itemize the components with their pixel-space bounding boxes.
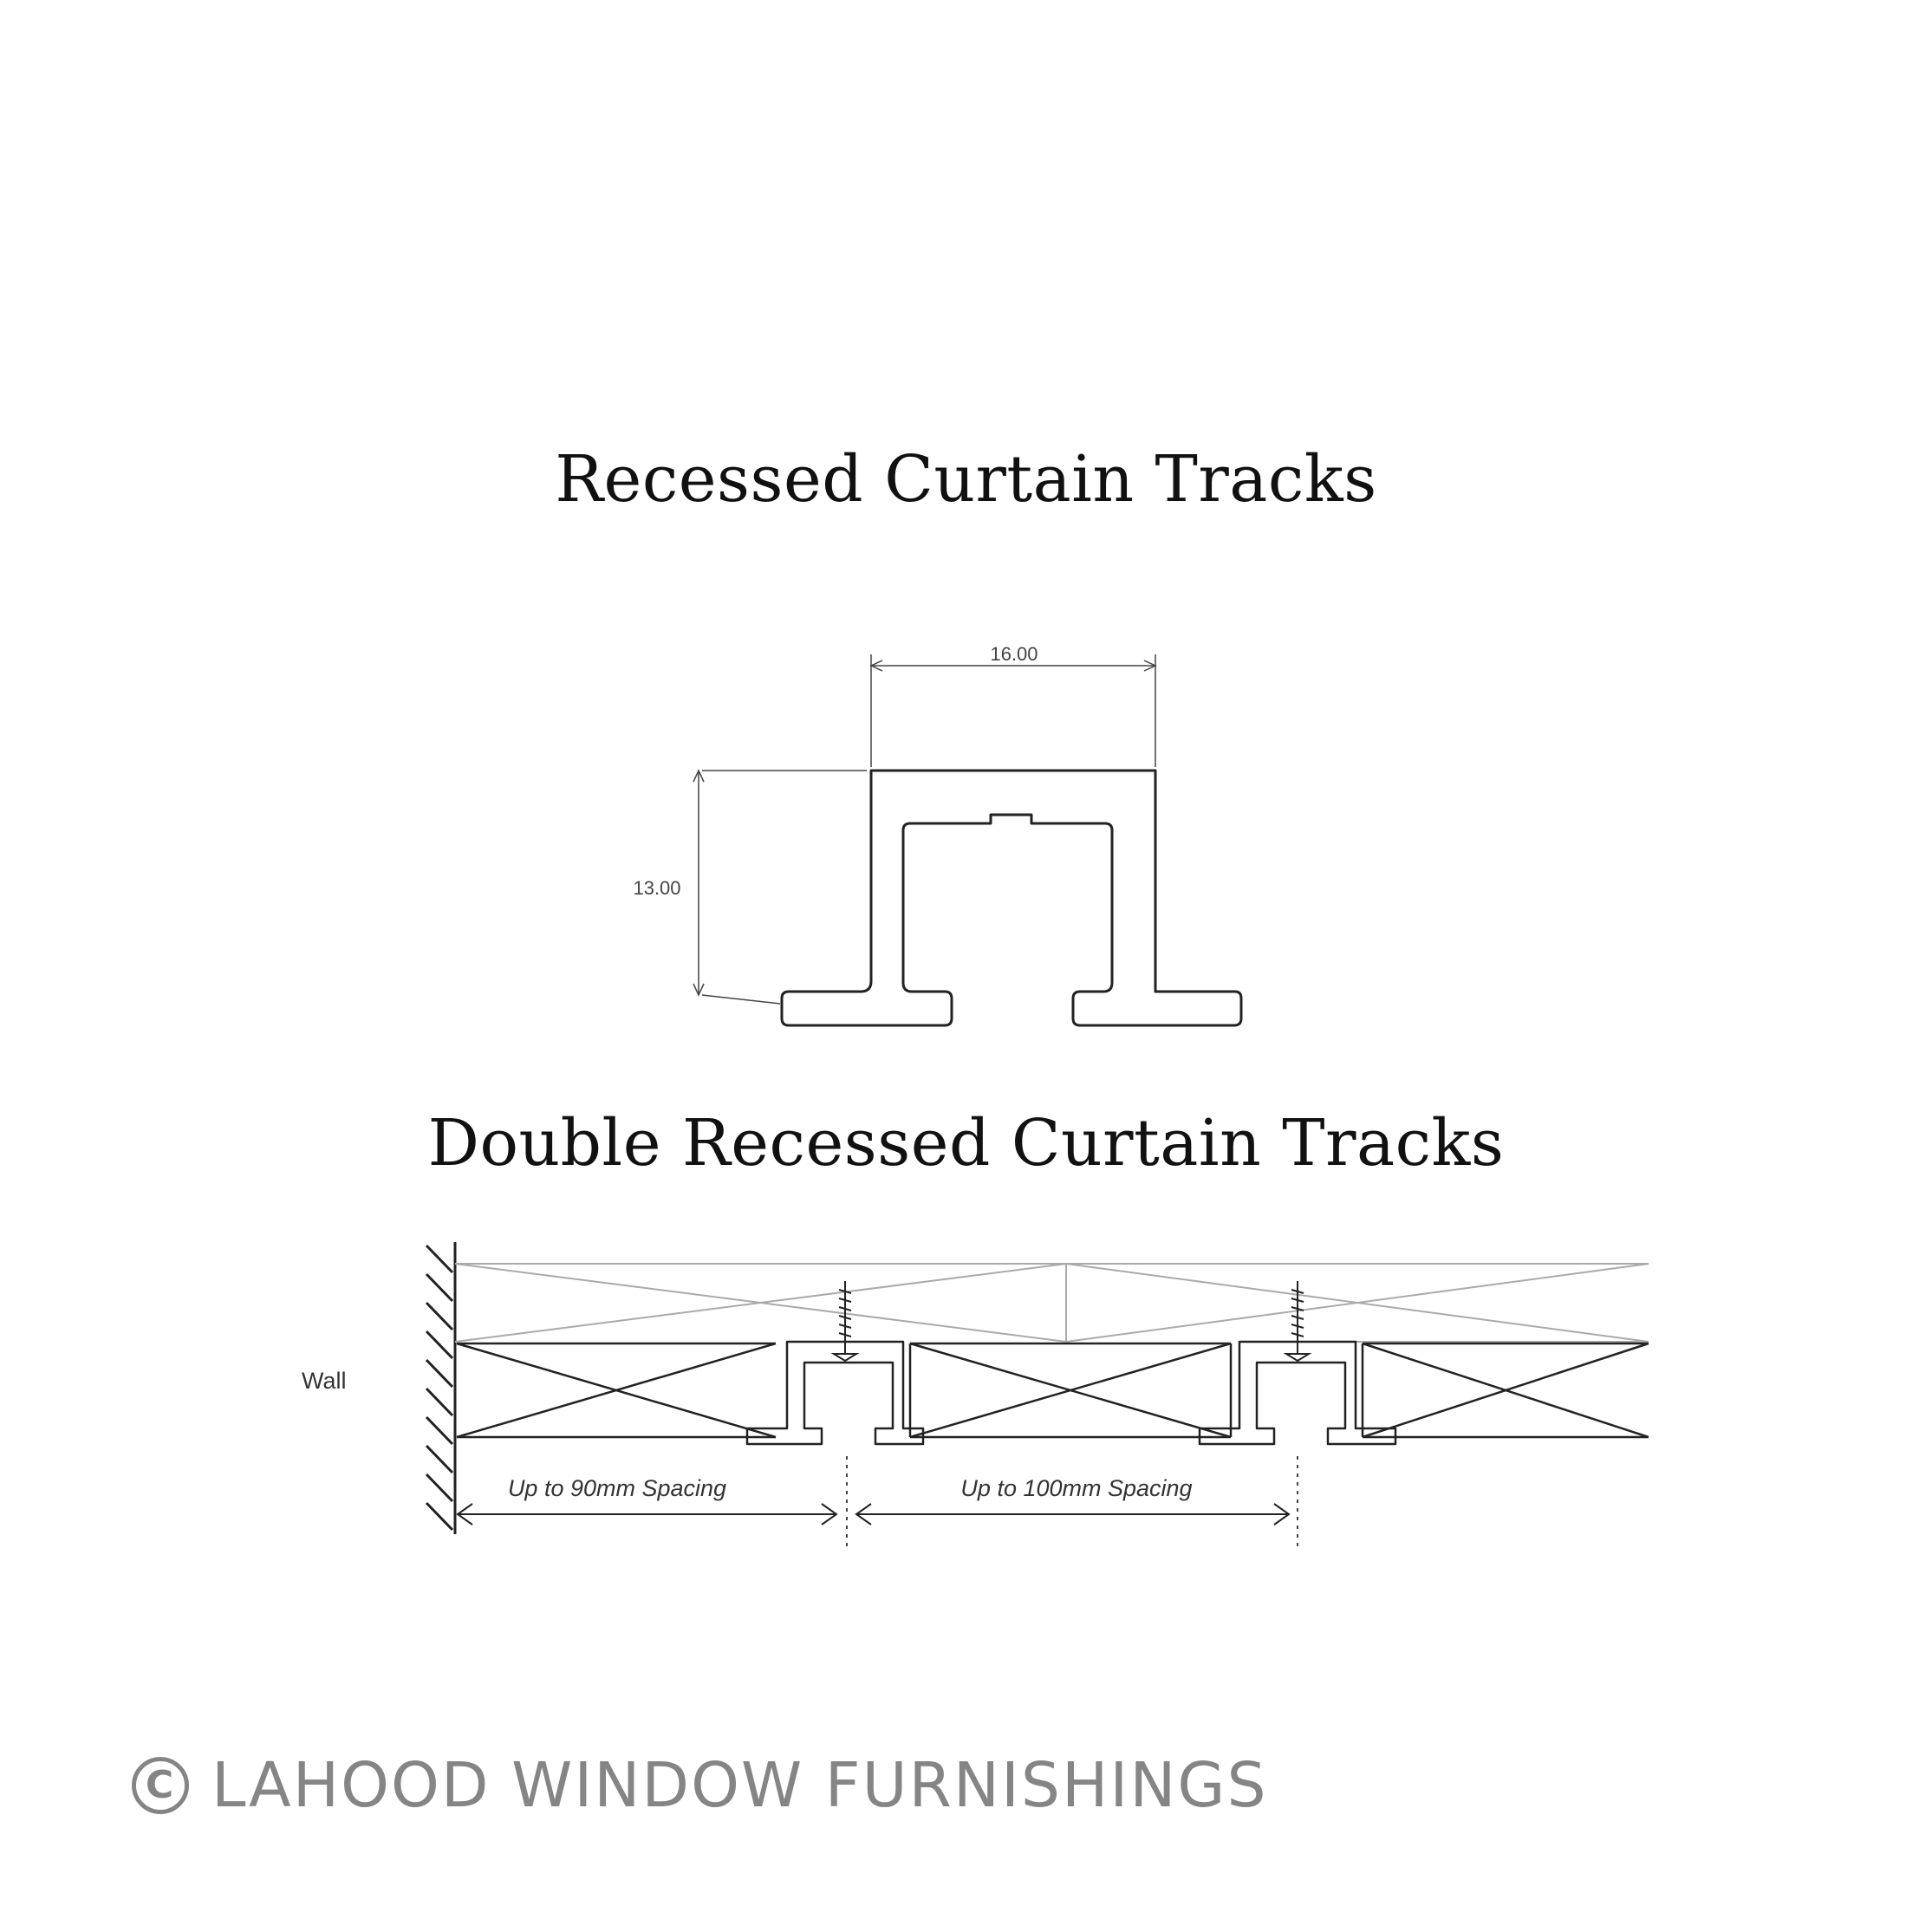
track-profile-right xyxy=(1198,1340,1397,1446)
ceiling-structure xyxy=(454,1263,1649,1343)
brand-name: LAHOOD WINDOW FURNISHINGS xyxy=(211,1749,1268,1821)
track-centerlines xyxy=(846,1456,1298,1551)
title-double-recessed-curtain-tracks: Double Recessed Curtain Tracks xyxy=(427,1106,1505,1181)
title-recessed-curtain-tracks: Recessed Curtain Tracks xyxy=(555,442,1377,517)
spacing-arrows xyxy=(456,1503,1291,1525)
wall-label: Wall xyxy=(302,1368,347,1394)
track-profile-left xyxy=(745,1340,925,1446)
width-dimension-label: 16.00 xyxy=(990,643,1038,665)
height-dimension-label: 13.00 xyxy=(633,877,680,899)
copyright-footer: C LAHOOD WINDOW FURNISHINGS xyxy=(132,1749,1268,1821)
copyright-icon: C xyxy=(132,1756,189,1814)
wall-hatching xyxy=(425,1242,457,1534)
single-track-profile xyxy=(780,769,1243,1027)
ceiling-panels xyxy=(456,1342,1649,1439)
spacing-label-right: Up to 100mm Spacing xyxy=(960,1475,1192,1501)
screws xyxy=(830,1281,1312,1363)
spacing-label-left: Up to 90mm Spacing xyxy=(508,1475,726,1501)
track-profiles xyxy=(745,1340,1397,1446)
